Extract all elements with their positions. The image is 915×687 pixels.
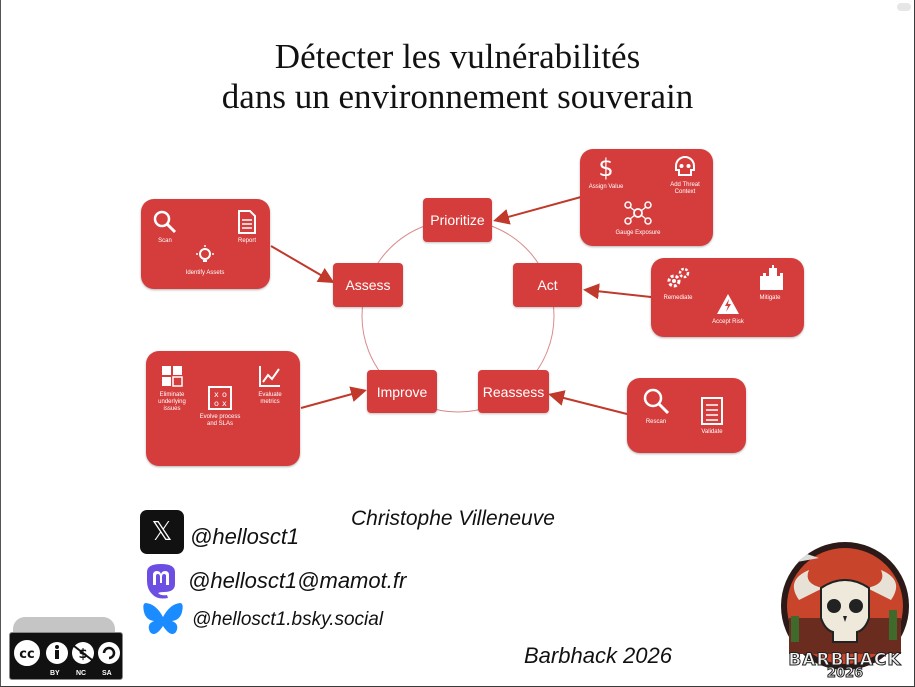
cycle-node-prioritize: Prioritize xyxy=(423,198,492,242)
panel-item-assign-value: $ Assign Value xyxy=(582,155,630,191)
gears-icon xyxy=(667,267,690,288)
barbhack-logo: BARBHACK 2026 xyxy=(777,540,913,682)
panel-label: Scan xyxy=(158,238,172,244)
license-sa: SA xyxy=(102,670,112,677)
puzzle-icon xyxy=(162,366,183,387)
panel-label: Assign Value xyxy=(588,184,624,190)
x-logo-icon: 𝕏 xyxy=(140,510,184,554)
panel-item-scan: Scan xyxy=(145,209,185,245)
document-icon xyxy=(238,210,256,234)
panel-label: Mitigate xyxy=(759,295,781,301)
cycle-node-reassess: Reassess xyxy=(478,370,549,413)
logo-text-line2: 2026 xyxy=(826,666,864,682)
panel-item-report: Report xyxy=(227,209,267,245)
mastodon-handle: @hellosct1@mamot.fr xyxy=(188,568,407,593)
cycle-node-improve: Improve xyxy=(367,370,437,413)
panel-item-threat-context: Add Threat Context xyxy=(662,155,708,196)
logo-text-line1: BARBHACK xyxy=(788,650,902,671)
bluesky-handle: @hellosct1.bsky.social xyxy=(192,609,384,630)
magnifier-icon xyxy=(153,210,177,234)
svg-text:$: $ xyxy=(598,155,613,181)
panel-item-mitigate: Mitigate xyxy=(747,264,793,302)
social-x[interactable]: 𝕏 @hellosct1 xyxy=(140,510,299,554)
x-handle: @hellosct1 xyxy=(190,524,300,549)
warning-icon xyxy=(717,294,739,314)
panel-label: Validate xyxy=(701,429,723,435)
social-bluesky[interactable]: @hellosct1.bsky.social xyxy=(142,600,383,640)
line-chart-icon xyxy=(259,366,280,387)
panel-label: Gauge Exposure xyxy=(615,230,661,236)
slide-title-line1: Détecter les vulnérabilités xyxy=(274,37,641,76)
panel-label: Rescan xyxy=(645,419,667,425)
panel-item-gauge-exposure: Gauge Exposure xyxy=(608,199,668,237)
panel-item-validate: Validate xyxy=(689,396,735,436)
svg-text:$: $ xyxy=(78,647,87,662)
checklist-icon xyxy=(701,397,723,425)
event-name: Barbhack 2026 xyxy=(524,643,672,668)
panel-reassess: Rescan Validate xyxy=(627,378,746,453)
panel-label: Evaluate metrics xyxy=(258,392,282,405)
cycle-node-act: Act xyxy=(513,263,582,307)
panel-item-identify-assets: Identify Assets xyxy=(177,243,233,277)
panel-label: Identify Assets xyxy=(185,270,225,276)
panel-item-remediate: Remediate xyxy=(655,266,701,302)
castle-icon xyxy=(760,265,783,290)
network-icon xyxy=(624,201,652,225)
panel-label: Accept Risk xyxy=(712,319,744,325)
svg-text:o: o xyxy=(214,399,219,408)
cycle-node-assess: Assess xyxy=(333,263,403,307)
svg-text:x: x xyxy=(214,390,219,399)
panel-label: Add Threat Context xyxy=(670,182,700,195)
mastodon-icon xyxy=(147,564,175,599)
svg-text:cc: cc xyxy=(19,647,34,662)
lightbulb-icon xyxy=(196,245,214,262)
panel-prioritize: $ Assign Value Add Threat Context Gauge … xyxy=(580,149,713,246)
panel-act: Remediate Mitigate Accept Risk xyxy=(651,258,804,337)
magnifier-icon xyxy=(643,388,670,415)
panel-label: Evolve process and SLAs xyxy=(199,414,241,427)
panel-item-eliminate: Eliminate underlying issues xyxy=(150,363,194,413)
panel-assess: Scan Report Identify Assets xyxy=(141,199,270,289)
dollar-icon: $ xyxy=(598,155,613,181)
panel-label: Remediate xyxy=(663,295,693,301)
cc-license-badge: cc $ BY NC SA xyxy=(9,632,123,680)
creative-commons-icons: cc $ xyxy=(12,638,120,668)
svg-text:o: o xyxy=(222,390,227,399)
social-mastodon[interactable]: @hellosct1@mamot.fr xyxy=(142,562,406,600)
author-name: Christophe Villeneuve xyxy=(351,507,555,530)
panel-item-accept-risk: Accept Risk xyxy=(703,292,753,326)
slide-title-line2: dans un environnement souverain xyxy=(221,77,694,116)
license-by: BY xyxy=(50,670,60,677)
license-nc: NC xyxy=(76,670,87,677)
skull-icon xyxy=(675,155,695,176)
bluesky-butterfly-icon xyxy=(143,603,183,634)
barbhack-skull-logo-icon xyxy=(781,542,909,670)
panel-label: Report xyxy=(237,238,256,244)
panel-item-evaluate: Evaluate metrics xyxy=(248,363,292,406)
svg-text:x: x xyxy=(222,399,227,408)
panel-label: Eliminate underlying issues xyxy=(158,392,186,412)
window-indicator xyxy=(897,3,911,11)
panel-item-rescan: Rescan xyxy=(633,386,679,426)
